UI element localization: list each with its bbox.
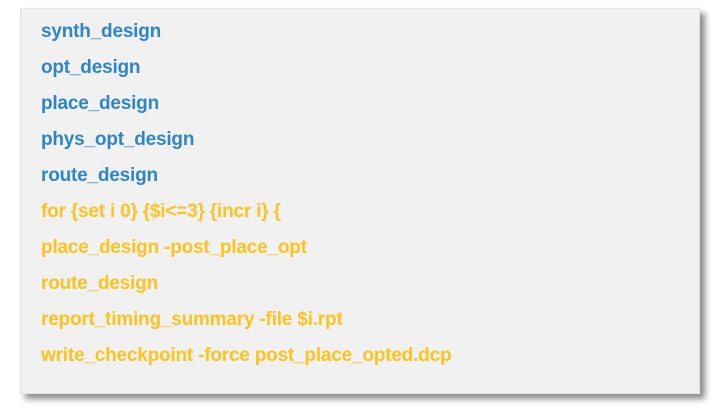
code-line: route_design [41, 273, 158, 294]
code-line: route_design [41, 165, 158, 186]
code-line: for {set i 0} {$i<=3} {incr i} { [41, 201, 281, 222]
code-line: report_timing_summary -file $i.rpt [41, 309, 343, 330]
code-line: synth_design [41, 21, 162, 42]
code-line: write_checkpoint -force post_place_opted… [41, 345, 452, 366]
code-line: place_design -post_place_opt [41, 237, 307, 258]
code-line: opt_design [41, 57, 141, 78]
code-panel: synth_design opt_design place_design phy… [20, 8, 700, 394]
code-line: place_design [41, 93, 159, 114]
code-line: phys_opt_design [41, 129, 195, 150]
